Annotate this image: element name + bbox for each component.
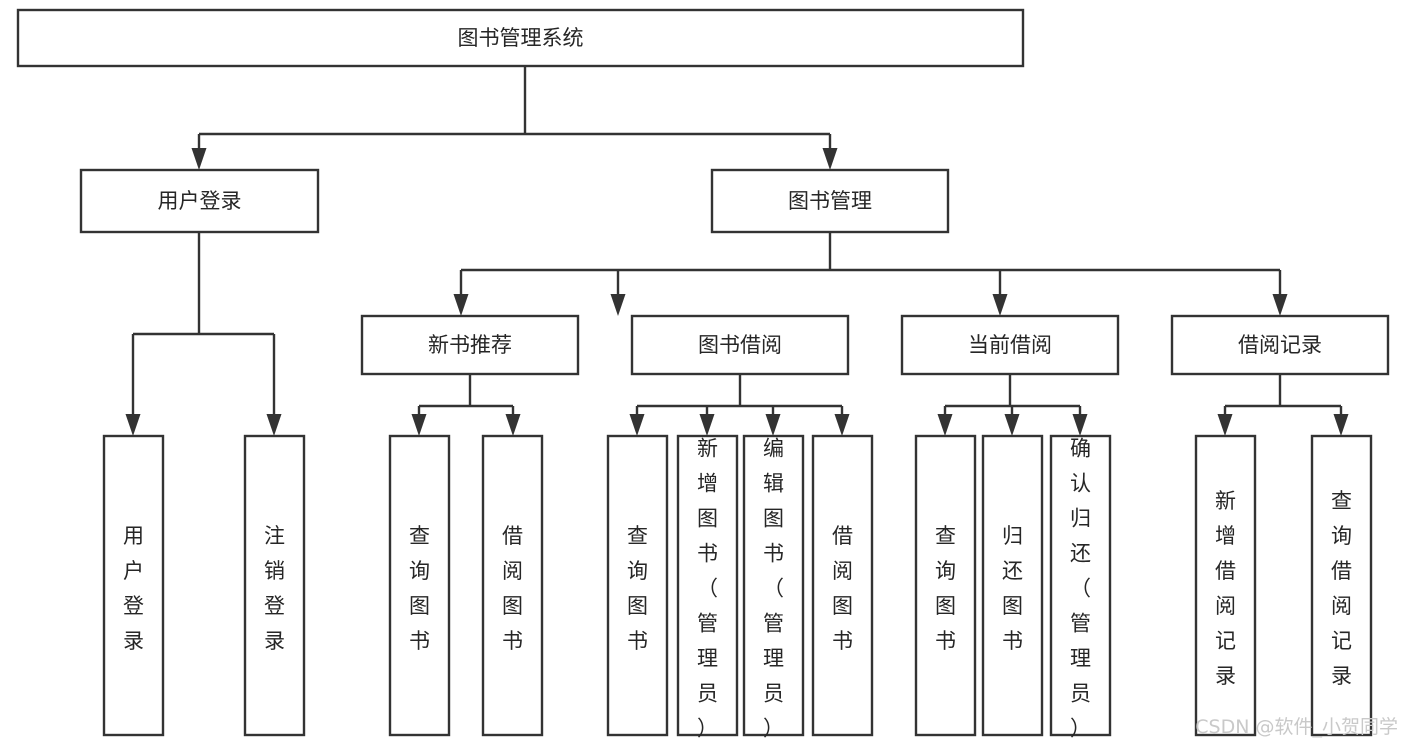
arrow-head-icon [765, 414, 781, 436]
arrow-head-icon [834, 414, 850, 436]
node-label: 图书借阅 [698, 333, 782, 357]
node-box[interactable] [606, 434, 669, 737]
node-box[interactable] [742, 434, 805, 737]
node-leaf-add-book-admin[interactable]: 新增图书（管理员） [676, 434, 739, 740]
node-book-management[interactable]: 图书管理 [710, 168, 950, 234]
node-label: 编辑图书（管理员） [763, 436, 784, 740]
node-current-borrow[interactable]: 当前借阅 [900, 314, 1120, 376]
node-label: 借阅图书 [502, 524, 523, 653]
node-label: 查询图书 [935, 524, 956, 653]
node-borrow-records[interactable]: 借阅记录 [1170, 314, 1390, 376]
node-label: 图书管理系统 [458, 26, 584, 50]
node-leaf-query-borrow-record[interactable]: 查询借阅记录 [1310, 434, 1373, 737]
node-box[interactable] [360, 314, 580, 376]
arrow-head-icon [1217, 414, 1233, 436]
node-box[interactable] [1049, 434, 1112, 737]
node-layer: 图书管理系统用户登录图书管理新书推荐图书借阅当前借阅借阅记录用户登录注销登录查询… [16, 8, 1390, 740]
node-box[interactable] [1194, 434, 1257, 737]
node-leaf-borrow-book[interactable]: 借阅图书 [811, 434, 874, 737]
node-leaf-add-borrow-record[interactable]: 新增借阅记录 [1194, 434, 1257, 737]
arrow-head-icon [937, 414, 953, 436]
node-label: 归还图书 [1002, 524, 1023, 653]
arrow-head-icon [505, 414, 521, 436]
node-leaf-user-login[interactable]: 用户登录 [102, 434, 165, 737]
node-label: 新书推荐 [428, 333, 512, 357]
arrow-head-icon [1072, 414, 1088, 436]
arrow-head-icon [610, 294, 626, 316]
arrow-head-icon [1333, 414, 1349, 436]
csdn-watermark: CSDN @软件_小贺同学 [1195, 716, 1398, 738]
connector-borrow-to-leaves [629, 374, 850, 436]
node-leaf-return-book[interactable]: 归还图书 [981, 434, 1044, 737]
arrow-head-icon [699, 414, 715, 436]
node-box[interactable] [630, 314, 850, 376]
node-leaf-query-book-current[interactable]: 查询图书 [914, 434, 977, 737]
node-leaf-confirm-return-admin[interactable]: 确认归还（管理员） [1049, 434, 1112, 740]
node-label: 注销登录 [264, 524, 285, 653]
node-label: 新增图书（管理员） [697, 436, 718, 740]
node-box[interactable] [388, 434, 451, 737]
node-book-borrow[interactable]: 图书借阅 [630, 314, 850, 376]
node-label: 用户登录 [123, 524, 144, 653]
node-box[interactable] [1310, 434, 1373, 737]
arrow-head-icon [1272, 294, 1288, 316]
node-box[interactable] [1170, 314, 1390, 376]
node-label: 借阅图书 [832, 524, 853, 653]
node-label: 查询图书 [627, 524, 648, 653]
arrow-head-icon [266, 414, 282, 436]
connector-userlogin-to-leaves [125, 232, 282, 436]
connector-recommend-to-leaves [411, 374, 521, 436]
connector-records-to-leaves [1217, 374, 1349, 436]
node-box[interactable] [79, 168, 320, 234]
node-box[interactable] [481, 434, 544, 737]
node-label: 查询图书 [409, 524, 430, 653]
node-box[interactable] [710, 168, 950, 234]
node-user-login[interactable]: 用户登录 [79, 168, 320, 234]
node-box[interactable] [900, 314, 1120, 376]
node-box[interactable] [243, 434, 306, 737]
connector-current-to-leaves [937, 374, 1088, 436]
node-box[interactable] [16, 8, 1025, 68]
arrow-head-icon [992, 294, 1008, 316]
node-label: 用户登录 [158, 189, 242, 213]
connector-root-to-level1 [191, 66, 838, 170]
connector-bookmgmt-to-level2 [453, 232, 1288, 316]
arrow-head-icon [629, 414, 645, 436]
node-root[interactable]: 图书管理系统 [16, 8, 1025, 68]
arrow-head-icon [125, 414, 141, 436]
node-new-book-recommend[interactable]: 新书推荐 [360, 314, 580, 376]
arrow-head-icon [822, 148, 838, 170]
arrow-head-icon [411, 414, 427, 436]
node-box[interactable] [914, 434, 977, 737]
node-box[interactable] [981, 434, 1044, 737]
node-label: 借阅记录 [1238, 333, 1322, 357]
arrow-head-icon [1004, 414, 1020, 436]
connector-layer [125, 66, 1349, 436]
node-box[interactable] [811, 434, 874, 737]
node-leaf-borrow-book-recommend[interactable]: 借阅图书 [481, 434, 544, 737]
node-label: 图书管理 [788, 189, 872, 213]
node-leaf-edit-book-admin[interactable]: 编辑图书（管理员） [742, 434, 805, 740]
node-label: 新增借阅记录 [1215, 489, 1236, 688]
node-box[interactable] [676, 434, 739, 737]
node-leaf-query-book-recommend[interactable]: 查询图书 [388, 434, 451, 737]
node-box[interactable] [102, 434, 165, 737]
arrow-head-icon [191, 148, 207, 170]
node-label: 确认归还（管理员） [1070, 436, 1091, 740]
node-label: 查询借阅记录 [1331, 489, 1352, 688]
node-label: 当前借阅 [968, 333, 1052, 357]
arrow-head-icon [453, 294, 469, 316]
node-leaf-user-logout[interactable]: 注销登录 [243, 434, 306, 737]
node-leaf-query-book-borrow[interactable]: 查询图书 [606, 434, 669, 737]
